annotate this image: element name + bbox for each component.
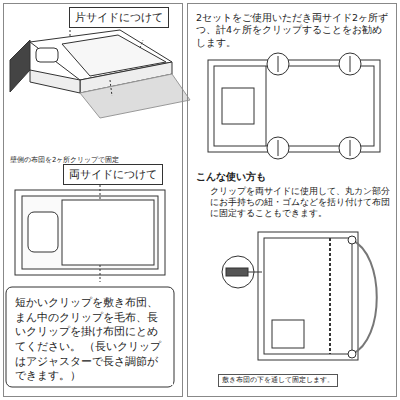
note-text: クリップを両サイドに使用して、丸カン部分にお手持ちの紐・ゴムなどを括り付けて布団…: [210, 186, 390, 219]
note-text: 2セットをご使用いただき両サイド2ヶ所ずつ、計4ヶ所をクリップすることをお勧めし…: [196, 12, 390, 49]
note-text: 片サイドにつけて: [75, 10, 163, 25]
text-box: 壁側の布団を2ヶ所クリップで固定片サイドにつけて両サイドにつけて短かいクリップを…: [3, 3, 183, 397]
note-text: 短かいクリップを敷き布団、まん中のクリップを毛布、長いクリップを掛け布団にとめて…: [15, 295, 167, 383]
note-text: 両サイドにつけて: [69, 167, 157, 182]
text-box: 2セットをご使用いただき両サイド2ヶ所ずつ、計4ヶ所をクリップすることをお勧めし…: [187, 3, 397, 397]
note-text: 敷き布団の下を通して固定します。: [218, 374, 338, 387]
heading: こんな使い方も: [196, 170, 266, 183]
text-box: 短かいクリップを敷き布団、まん中のクリップを毛布、長いクリップを掛け布団にとめて…: [9, 291, 173, 385]
text-box: 両サイドにつけて: [63, 164, 163, 185]
text-box: 片サイドにつけて: [69, 7, 169, 28]
